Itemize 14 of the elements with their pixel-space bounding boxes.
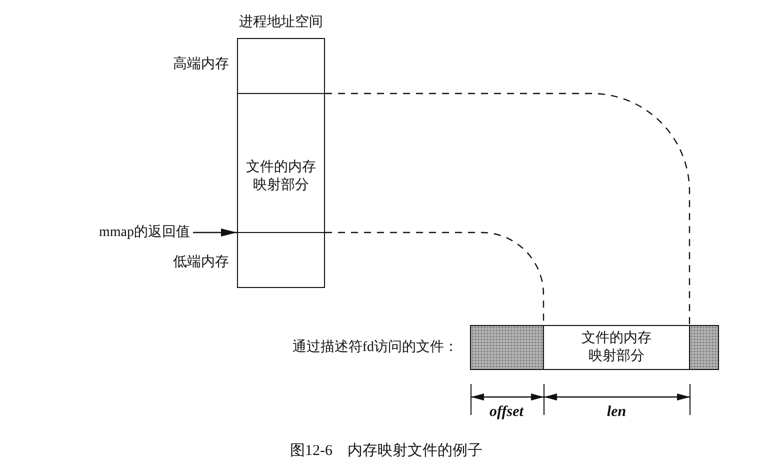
figure-caption: 图12-6 内存映射文件的例子 [290, 442, 482, 461]
side-label: 通过描述符fd访问的文件： [292, 338, 458, 357]
mapped-segment [543, 325, 690, 370]
mapped-region [237, 93, 325, 233]
region-label: 文件的内存映射部分 [580, 330, 652, 366]
side-label: 高端内存 [173, 55, 229, 74]
pointer-label: mmap的返回值 [60, 223, 190, 242]
arrow [193, 228, 237, 236]
side-label: 低端内存 [173, 254, 229, 272]
region-label: 文件的内存映射部分 [245, 159, 317, 195]
dashed-connector [325, 92, 690, 325]
dimension-label: len [606, 403, 628, 421]
column-heading: 进程地址空间 [238, 14, 324, 32]
dimension-label: offset [488, 403, 525, 421]
